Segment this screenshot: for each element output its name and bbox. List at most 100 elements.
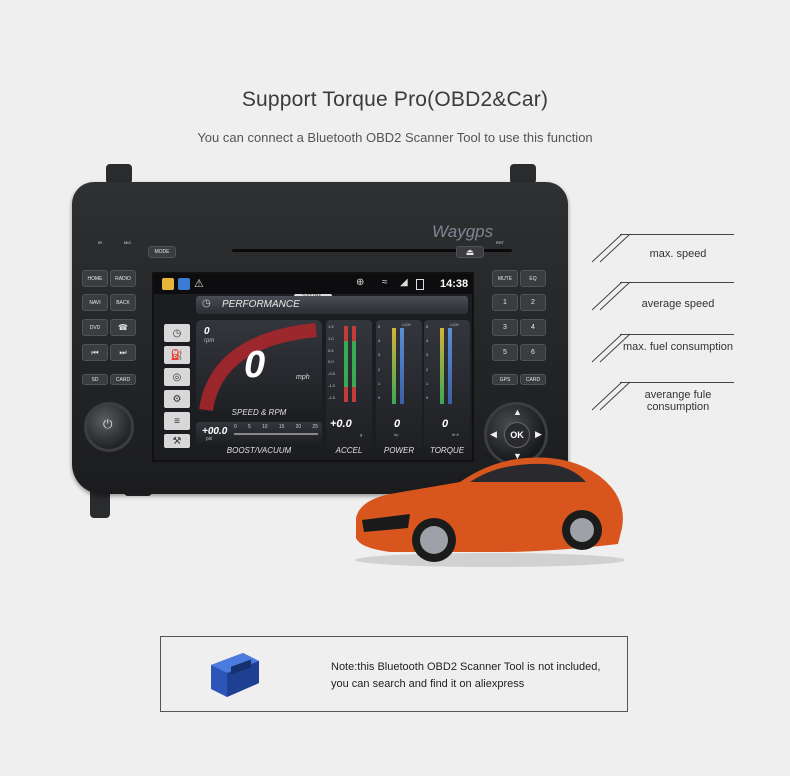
boost-tick: 5 — [248, 424, 251, 430]
annotation-average-fuel: averange fule consumption — [644, 389, 712, 413]
annotation-divider — [620, 234, 734, 235]
preset-1-button[interactable]: 1 — [492, 294, 518, 311]
brand-watermark: Waygps — [432, 222, 494, 241]
speed-rpm-label: SPEED & RPM — [231, 408, 287, 417]
speedometer-icon[interactable]: ◷ — [164, 324, 190, 342]
mute-button[interactable]: MUTE — [492, 270, 518, 287]
annotation-divider — [620, 334, 734, 335]
signal-icon: ◢ — [400, 277, 408, 288]
engine-icon[interactable]: ⚙ — [164, 390, 190, 408]
eject-button[interactable]: ⏏ — [456, 246, 484, 258]
note-text: Note:this Bluetooth OBD2 Scanner Tool is… — [331, 659, 600, 693]
power-bar — [392, 328, 396, 404]
power-label: POWER — [383, 446, 415, 455]
torque-tick: 0 — [426, 394, 429, 400]
annotation-max-fuel: max. fuel consumption — [622, 341, 734, 353]
warning-icon: ⚠ — [194, 278, 204, 290]
annotation-divider — [620, 282, 734, 283]
location-icon: ⊕ — [356, 277, 365, 288]
preset-2-button[interactable]: 2 — [520, 294, 546, 311]
mic-label: MIC — [124, 240, 132, 245]
torque-ticks: 5 4 3 2 1 0 — [426, 324, 428, 400]
speed-rpm-gauge: 0 rpm 0 mph — [196, 320, 322, 412]
torque-tick: 2 — [426, 366, 429, 372]
status-time: 14:38 — [440, 278, 469, 290]
accel-value: +0.0 — [330, 418, 352, 430]
mount-bracket — [90, 488, 110, 518]
phone-button[interactable]: ☎ — [110, 319, 136, 336]
rst-label: RST — [496, 240, 504, 245]
accel-tick: 1.0 — [328, 335, 334, 341]
head-unit-screen: ⚠ ⊕ ≈ ◢ 14:38 2:37 PM PERFORMANCE ◷ ◷ ⛽ … — [152, 272, 474, 462]
boost-tick: 10 — [262, 424, 268, 430]
battery-icon — [416, 279, 424, 290]
app-icon-folder[interactable] — [162, 278, 174, 290]
accel-tick: 0.5 — [328, 347, 334, 353]
arrow-down-icon[interactable]: ▼ — [513, 451, 522, 461]
boost-label: BOOST/VACUUM — [226, 446, 292, 455]
preset-3-button[interactable]: 3 — [492, 319, 518, 336]
rpm-unit: rpm — [204, 338, 215, 344]
mount-bracket — [510, 164, 536, 184]
sd-label-button: SD — [82, 374, 108, 385]
preset-4-button[interactable]: 4 — [520, 319, 546, 336]
accel-ticks: 1.5 1.0 0.5 0.0 -0.5 -1.0 -1.5 — [328, 324, 335, 400]
eq-button[interactable]: EQ — [520, 270, 546, 287]
power-volume-knob[interactable]: ⏻ — [84, 402, 134, 452]
app-icon-torque[interactable] — [178, 278, 190, 290]
note-line-1: Note:this Bluetooth OBD2 Scanner Tool is… — [331, 661, 601, 673]
torque-tick: 5 — [426, 324, 429, 329]
radio-button[interactable]: RADIO — [110, 270, 136, 287]
arrow-left-icon[interactable]: ◀ — [490, 429, 497, 439]
performance-header[interactable]: PERFORMANCE ◷ — [196, 296, 468, 314]
torque-scale: x100 — [450, 322, 459, 327]
arrow-right-icon[interactable]: ▶ — [535, 429, 542, 439]
boost-tick: 15 — [278, 424, 285, 430]
ok-button[interactable]: OK — [504, 422, 530, 448]
preset-5-button[interactable]: 5 — [492, 344, 518, 361]
accel-tick: 0.0 — [328, 359, 334, 365]
power-bar — [400, 328, 404, 404]
car-illustration — [355, 457, 625, 567]
preset-6-button[interactable]: 6 — [520, 344, 546, 361]
boost-tick: 0 — [234, 424, 237, 430]
mode-button[interactable]: MODE — [148, 246, 176, 258]
steering-wheel-icon[interactable]: ◎ — [164, 368, 190, 386]
power-tick: 2 — [378, 366, 381, 372]
status-bar: ⚠ ⊕ ≈ ◢ 14:38 — [154, 274, 472, 294]
dvd-button[interactable]: DVD — [82, 319, 108, 336]
power-tick: 5 — [378, 324, 381, 329]
torque-unit: lb·ft — [452, 432, 459, 437]
boost-panel: +00.0 psi 0 5 10 15 20 25 — [196, 422, 322, 444]
power-scale: x100 — [402, 322, 411, 327]
performance-label: PERFORMANCE — [222, 299, 300, 310]
obd2-scanner-image — [211, 653, 259, 697]
accel-tick: -1.0 — [328, 383, 335, 389]
arrow-up-icon[interactable]: ▲ — [513, 407, 522, 417]
annotation-max-speed: max. speed — [649, 248, 707, 260]
next-button[interactable]: ⏭ — [110, 344, 136, 361]
torque-tick: 4 — [426, 338, 429, 344]
nav-dpad[interactable]: ▲ ▼ ◀ ▶ OK — [484, 402, 548, 466]
power-panel: x100 5 4 3 2 1 0 0 hp — [376, 320, 422, 450]
annotation-lines — [591, 233, 631, 411]
speed-unit: mph — [296, 374, 310, 381]
accel-tick: 1.5 — [328, 324, 334, 329]
torque-tick: 3 — [426, 352, 429, 358]
fuel-icon[interactable]: ⛽ — [164, 346, 190, 364]
home-button[interactable]: HOME — [82, 270, 108, 287]
rpm-arc — [199, 323, 317, 412]
settings-sliders-icon[interactable]: ≡ — [164, 412, 190, 430]
back-button[interactable]: BACK — [110, 294, 136, 311]
page-title: Support Torque Pro(OBD2&Car) — [241, 88, 549, 111]
power-tick: 1 — [378, 380, 381, 386]
gps-slot: GPS — [492, 374, 518, 385]
note-box: Note:this Bluetooth OBD2 Scanner Tool is… — [160, 636, 628, 712]
prev-button[interactable]: ⏮ — [82, 344, 108, 361]
accel-panel: 1.5 1.0 0.5 0.0 -0.5 -1.0 -1.5 +0.0 g — [326, 320, 372, 450]
navi-button[interactable]: NAVI — [82, 294, 108, 311]
torque-label: TORQUE — [429, 446, 465, 455]
accel-bar — [344, 326, 348, 402]
torque-tick: 1 — [426, 380, 429, 386]
wrench-icon[interactable]: ⚒ — [164, 434, 190, 448]
